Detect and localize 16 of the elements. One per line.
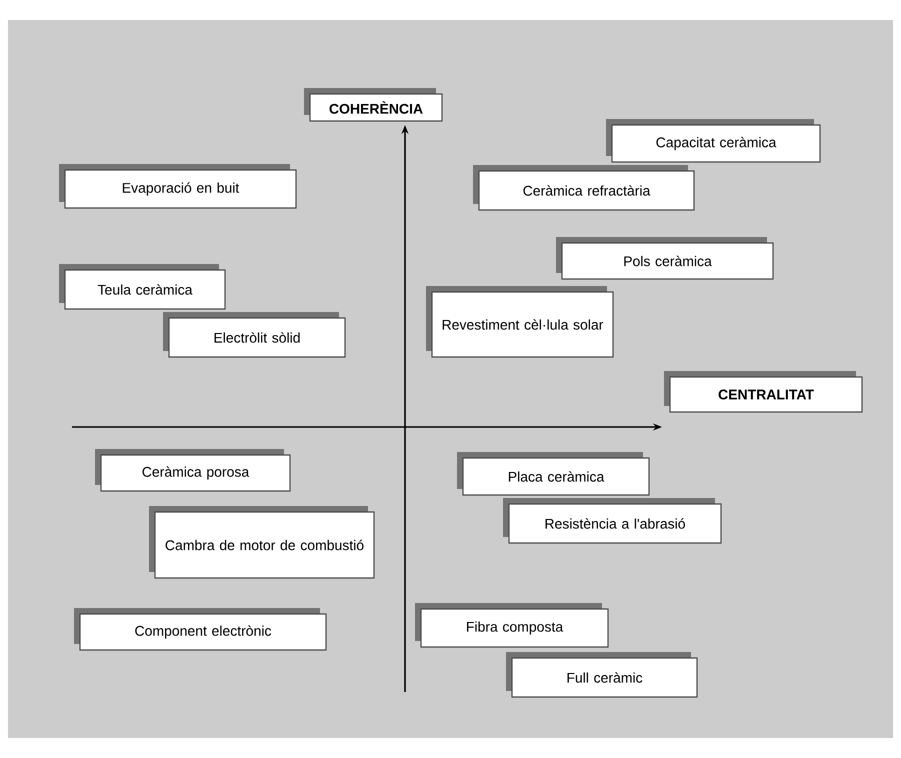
axis-label-box: COHERÈNCIA — [304, 88, 443, 122]
term-box: Ceràmica refractària — [473, 165, 695, 211]
term-box: Placa ceràmica — [457, 452, 650, 496]
term-box: Pols ceràmica — [556, 237, 774, 280]
term-box: Teula ceràmica — [59, 264, 226, 310]
term-box: Ceràmica porosa — [95, 449, 291, 492]
term-box: Fibra composta — [415, 603, 609, 648]
term-box: Capacitat ceràmica — [606, 119, 821, 163]
term-box: Evaporació en buit — [59, 164, 297, 209]
term-box: Revestiment cèl·lula solar — [426, 286, 614, 358]
term-box: Electròlit sòlid — [163, 312, 346, 358]
term-box: Component electrònic — [74, 608, 327, 651]
term-box: Cambra de motor de combustió — [149, 506, 375, 579]
axis-label-box: CENTRALITAT — [664, 371, 863, 413]
term-box: Resistència a l'abrasió — [503, 498, 722, 544]
term-box: Full ceràmic — [506, 652, 698, 698]
